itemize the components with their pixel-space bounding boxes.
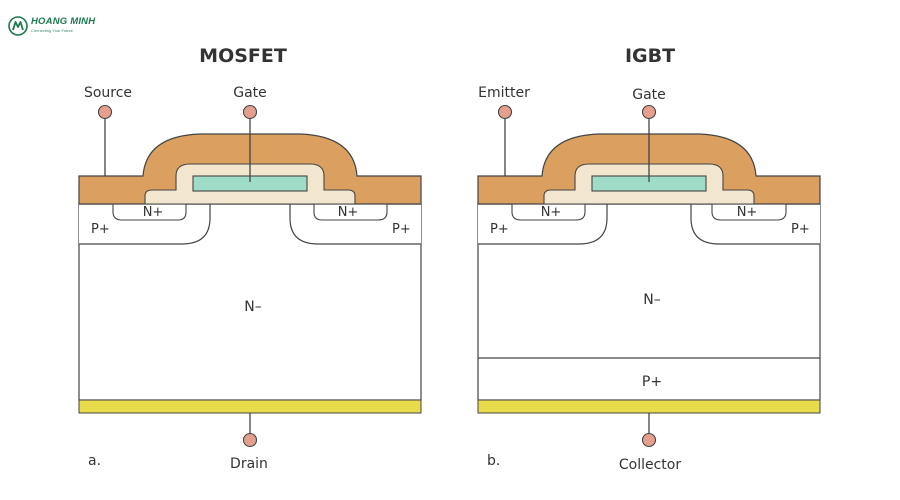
igbt-collector-label: Collector [619, 457, 681, 473]
mosfet-drain-label: Drain [230, 456, 268, 472]
mosfet-source-label: Source [84, 85, 132, 101]
logo-brand-text: HOANG MINH [31, 16, 96, 27]
mosfet-left-n-label: N+ [143, 205, 164, 220]
mosfet-left-n-region [112, 204, 187, 221]
igbt-title: IGBT [625, 45, 675, 67]
igbt-gate-label: Gate [632, 87, 666, 103]
igbt-caption: b. [487, 453, 500, 469]
igbt-emitter-terminal [497, 104, 513, 120]
igbt-drift-label: N– [643, 292, 660, 308]
mosfet-gate-label: Gate [233, 85, 267, 101]
igbt-right-p-label: P+ [791, 222, 810, 237]
mosfet-left-p-label: P+ [91, 222, 110, 237]
logo-tagline: Connecting Your Future [31, 28, 74, 33]
igbt-left-n-label: N+ [541, 205, 562, 220]
igbt-gate-terminal [641, 104, 657, 120]
mosfet-right-n-label: N+ [338, 205, 359, 220]
mosfet-right-n-region [313, 204, 388, 221]
mosfet-gate-terminal [242, 104, 258, 120]
mosfet-drain-contact [78, 399, 422, 414]
igbt-right-n-label: N+ [737, 205, 758, 220]
mosfet-right-p-label: P+ [392, 222, 411, 237]
igbt-structure: IGBT Emitter Gate Collector P+ P+ N [477, 45, 821, 473]
igbt-right-n-region [711, 204, 787, 221]
igbt-bottom-p-label: P+ [642, 374, 662, 390]
hoang-minh-logo-icon [8, 16, 28, 36]
mosfet-drift-label: N– [244, 299, 261, 315]
igbt-left-p-label: P+ [490, 222, 509, 237]
mosfet-caption: a. [88, 453, 101, 469]
igbt-emitter-label: Emitter [478, 85, 530, 101]
igbt-collector-contact [477, 399, 821, 414]
mosfet-source-terminal [97, 104, 113, 120]
company-logo: HOANG MINH Connecting Your Future [8, 14, 118, 38]
igbt-collector-terminal [641, 432, 657, 448]
mosfet-structure: MOSFET Source Gate Drain P+ P+ N+ N+ [78, 45, 422, 472]
igbt-left-n-region [511, 204, 586, 221]
mosfet-drain-terminal [242, 432, 258, 448]
mosfet-title: MOSFET [199, 45, 287, 67]
